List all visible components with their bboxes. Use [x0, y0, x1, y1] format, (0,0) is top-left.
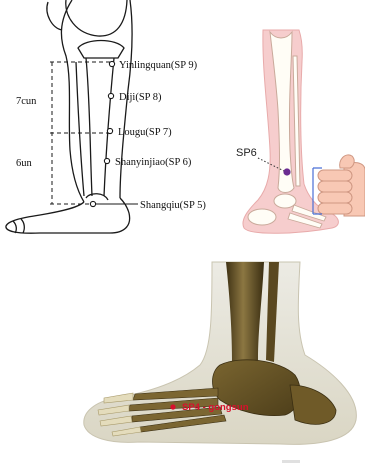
leg-line-diagram	[6, 0, 132, 233]
measure-label-upper: 7cun	[16, 96, 37, 107]
point-marker-sp9	[109, 61, 114, 66]
hand-thumb	[340, 155, 355, 168]
label-sp9: Yinlingquan(SP 9)	[119, 60, 198, 71]
point-marker-sp8	[108, 93, 113, 98]
index-finger	[318, 170, 352, 181]
label-sp7: Lougu(SP 7)	[118, 127, 172, 138]
calcaneus-bone	[248, 209, 276, 225]
little-finger	[318, 203, 352, 214]
ring-finger	[318, 192, 352, 203]
middle-finger	[318, 181, 352, 192]
fibula	[76, 62, 84, 196]
sp4-label: SP4 - gongsun	[182, 402, 249, 413]
foot-3d-render: SP4 - gongsun	[84, 262, 357, 444]
leg-point-markers	[90, 61, 114, 206]
point-marker-sp7	[107, 128, 112, 133]
patella-outline	[47, 2, 62, 30]
label-sp6: Shanyinjiao(SP 6)	[115, 157, 192, 168]
sp6-point-marker	[283, 168, 290, 175]
point-marker-sp6	[104, 158, 109, 163]
label-sp5: Shangqiu(SP 5)	[140, 200, 206, 211]
sp6-label: SP6	[236, 147, 257, 159]
watermark-mark	[282, 460, 300, 463]
tibia-front-edge	[86, 58, 92, 196]
talus-bone	[274, 194, 296, 208]
tibia-back-edge	[104, 58, 114, 196]
measure-label-lower: 6un	[16, 158, 33, 169]
hand-finger-measure	[318, 155, 365, 216]
femur-outline	[66, 0, 127, 36]
label-sp8: Diji(SP 8)	[119, 92, 162, 103]
point-marker-sp5	[90, 201, 95, 206]
sp4-point-marker	[170, 404, 175, 409]
tibial-plateau	[78, 41, 124, 59]
